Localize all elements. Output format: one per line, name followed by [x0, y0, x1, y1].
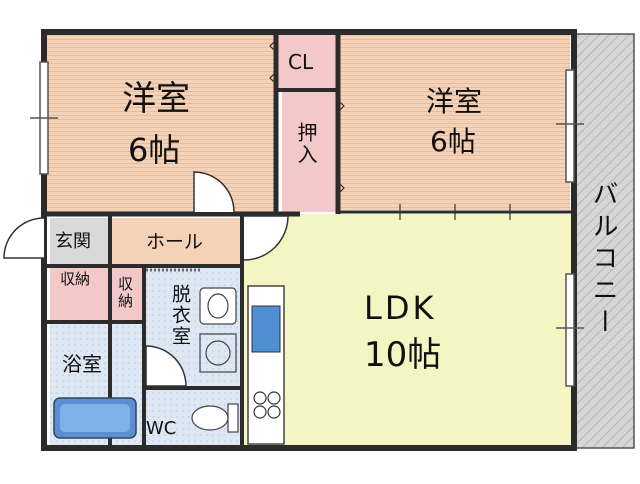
- washing-machine-drum: [205, 340, 231, 366]
- genkan-area: [50, 218, 108, 264]
- gas-stove: [253, 391, 281, 419]
- entrance-door-swing: [3, 217, 45, 259]
- balcony-label: バルコニー: [588, 180, 618, 340]
- wash-basin: [199, 287, 237, 325]
- storage-left-label: 収納: [60, 270, 91, 288]
- bathtub-inner: [60, 404, 130, 432]
- hall-area: [112, 218, 240, 264]
- storage-small-area: [112, 268, 142, 320]
- western-room-left-size: 6帖: [128, 131, 181, 169]
- genkan-label: 玄関: [55, 231, 91, 252]
- wash-basin-bowl: [207, 293, 229, 319]
- ldk-name: LDK: [364, 289, 437, 327]
- balcony-area: [571, 33, 635, 449]
- washing-machine: [199, 333, 237, 373]
- western-room-right-name: 洋室: [426, 85, 483, 118]
- sliding-doors: [269, 39, 560, 220]
- storage-left-area: [50, 268, 108, 320]
- oshiire-storage: [282, 92, 336, 212]
- door-swing-left-room: [193, 171, 235, 213]
- door-swing-ldk: [243, 215, 289, 261]
- western-room-right-size: 6帖: [430, 125, 476, 158]
- ldk-size: 10帖: [364, 335, 442, 375]
- windows: [30, 61, 584, 387]
- western-room-left: [46, 34, 274, 212]
- toilet-bowl: [191, 405, 229, 431]
- western-room-left-name: 洋室: [122, 79, 190, 119]
- oshiire-label: 押入: [294, 122, 318, 166]
- ldk-area: [242, 214, 572, 446]
- hall-label: ホール: [146, 231, 204, 253]
- closet-cl: [278, 34, 336, 88]
- wc-label: WC: [146, 418, 177, 439]
- bath-label: 浴室: [62, 352, 102, 376]
- dressing-label: 脱衣室: [169, 284, 191, 347]
- door-swing-dressing: [145, 345, 187, 387]
- closet-cl-label: CL: [288, 50, 314, 74]
- storage-small-label: 収納: [116, 276, 134, 310]
- western-room-right: [340, 34, 570, 210]
- toilet-tank: [227, 403, 239, 433]
- kitchen-sink: [251, 305, 281, 353]
